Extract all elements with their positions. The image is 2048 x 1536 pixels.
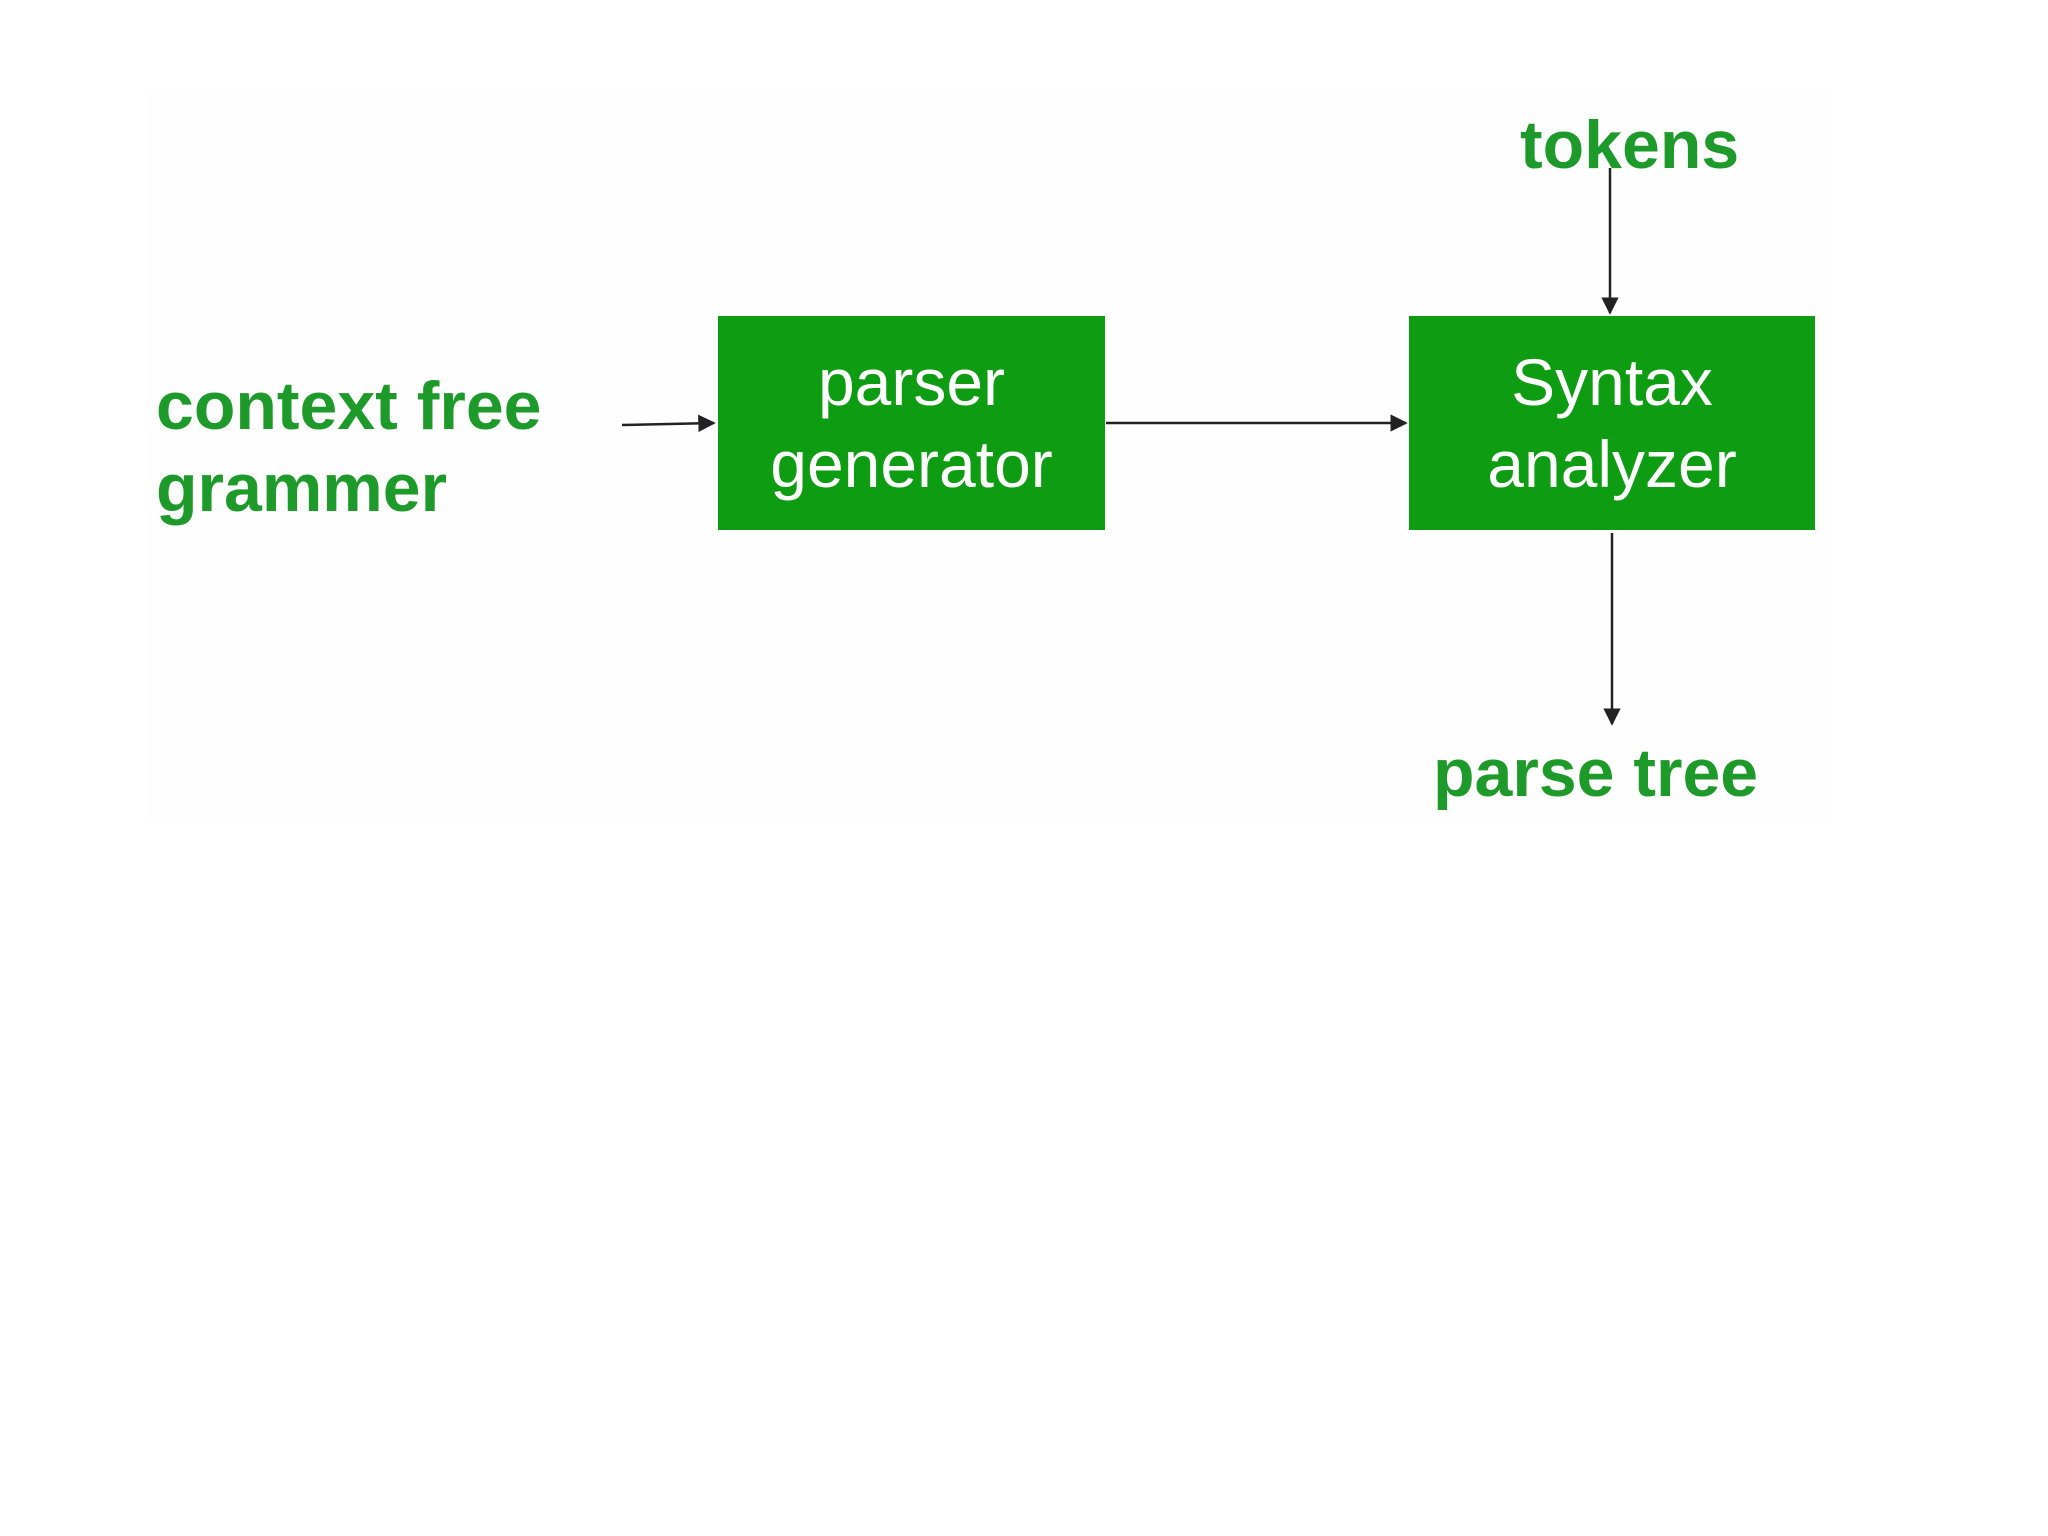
syntax-analyzer-box: Syntax analyzer	[1409, 316, 1815, 530]
syntax-analyzer-line-2: analyzer	[1487, 427, 1737, 501]
tokens-label: tokens	[1520, 107, 1740, 183]
parser-generator-line-2: generator	[770, 427, 1053, 501]
parser-generator-box: parser generator	[718, 316, 1105, 530]
syntax-analyzer-line-1: Syntax	[1511, 345, 1713, 419]
context-free-grammar-line-2: grammer	[156, 450, 448, 526]
parse-tree-label: parse tree	[1433, 735, 1759, 811]
parser-generator-line-1: parser	[817, 345, 1006, 419]
arrow-grammar-to-parser-generator	[621, 414, 716, 433]
context-free-grammar-line-1: context free	[156, 368, 542, 444]
context-free-grammar-label: context free grammer	[156, 365, 541, 529]
